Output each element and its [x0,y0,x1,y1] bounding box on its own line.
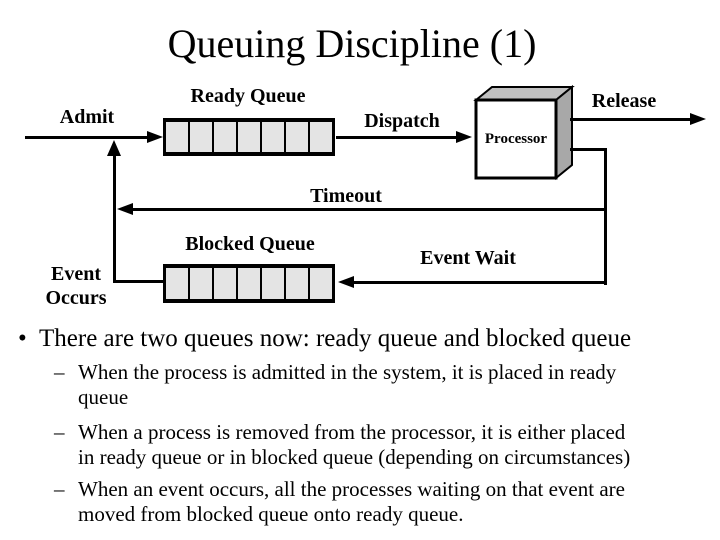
queue-cell [190,122,214,152]
timeout-arrow-line [133,208,607,211]
bullet-sub-2-text: When a process is removed from the proce… [78,420,631,469]
admit-arrow-line [25,136,149,139]
event-wait-arrow-line [354,281,607,284]
dispatch-arrowhead-icon [456,131,472,143]
bullet-main-text: There are two queues now: ready queue an… [39,325,632,352]
dash-marker: – [54,477,65,501]
ready-queue-label: Ready Queue [190,85,306,107]
blocked-queue-label: Blocked Queue [185,233,315,255]
processor-front-face [474,98,558,180]
slide-title: Queuing Discipline (1) [167,21,537,66]
bullet-sub-1: – When the process is admitted in the sy… [54,360,706,410]
queue-cell [238,268,262,299]
bullet-marker: • [18,325,27,352]
dispatch-label: Dispatch [364,110,440,132]
blocked-queue-box [163,264,335,303]
queue-cell [214,268,238,299]
queue-cell [166,268,190,299]
bullet-sub-2: – When a process is removed from the pro… [54,420,706,470]
processor-side-face [555,84,573,181]
dispatch-arrow-line [336,136,458,139]
event-occurs-arrowhead-icon [107,140,121,156]
event-wait-label: Event Wait [420,247,516,269]
processor-label: Processor [484,131,548,147]
release-arrow-line [570,118,692,121]
queue-cell [286,268,310,299]
event-wait-arrowhead-icon [338,276,354,288]
left-return-line [113,155,116,283]
admit-arrowhead-icon [147,131,163,143]
processor-box [473,84,575,181]
timeout-arrowhead-icon [117,203,133,215]
release-label: Release [591,90,657,112]
timeout-label: Timeout [310,185,382,207]
admit-label: Admit [59,106,115,128]
queue-cell [262,122,286,152]
bullet-sub-3-text: When an event occurs, all the processes … [78,477,625,526]
queue-cell [286,122,310,152]
processor-out-line [570,148,607,151]
bullet-main: • There are two queues now: ready queue … [18,325,718,353]
right-return-line [604,148,607,285]
ready-queue-box [163,118,335,156]
queue-cell [166,122,190,152]
dash-marker: – [54,420,65,444]
queue-cell [310,268,332,299]
event-occurs-connector-line [113,280,165,283]
event-occurs-label: Event Occurs [45,263,107,309]
queue-cell [190,268,214,299]
release-arrowhead-icon [690,113,706,125]
queue-cell [214,122,238,152]
bullet-sub-3: – When an event occurs, all the processe… [54,477,706,527]
dash-marker: – [54,360,65,384]
queue-cell [310,122,332,152]
queue-cell [262,268,286,299]
queue-cell [238,122,262,152]
bullet-sub-1-text: When the process is admitted in the syst… [78,360,617,409]
